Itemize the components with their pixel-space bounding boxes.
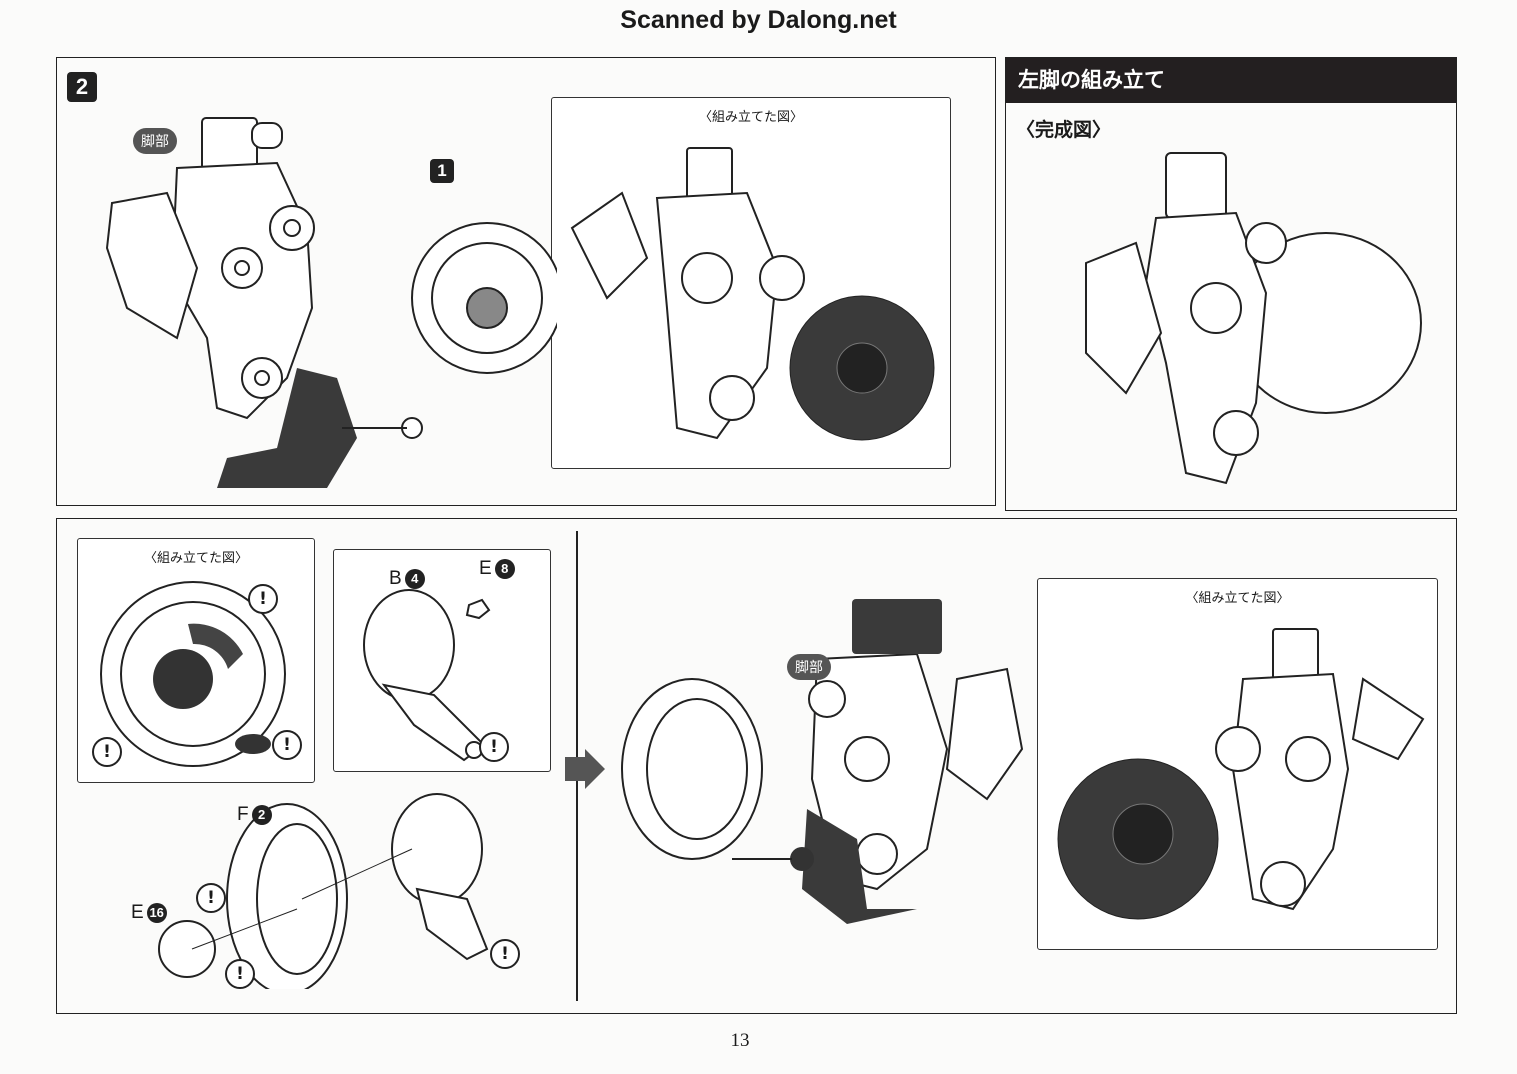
part-number: 2 xyxy=(251,805,272,825)
caution-icon: ! xyxy=(479,732,509,762)
part-letter: E xyxy=(131,902,144,923)
completed-view-label: 〈完成図〉 xyxy=(1016,119,1112,141)
wheel-assembled-illustration xyxy=(100,581,286,767)
left-leg-assembly-panel: 左脚の組み立て 〈完成図〉 xyxy=(1005,57,1457,511)
assembled-left-leg-illustration xyxy=(1057,628,1425,920)
scan-watermark-title: Scanned by Dalong.net xyxy=(620,6,897,34)
caution-icon: ! xyxy=(92,737,122,767)
caution-icon: ! xyxy=(490,939,520,969)
wheel-exploded-illustration xyxy=(158,793,489,989)
part-letter: B xyxy=(389,568,402,589)
caution-icon: ! xyxy=(225,959,255,989)
completed-leg-illustration xyxy=(1085,152,1422,485)
assembled-view-box: 〈組み立てた図〉 xyxy=(551,97,951,469)
part-number: 4 xyxy=(404,569,425,589)
part-number: 16 xyxy=(146,903,167,923)
next-step-arrow-icon xyxy=(565,749,605,789)
assembled-view-box-left: 〈組み立てた図〉 ! ! ! xyxy=(77,538,315,783)
assembled-leg-illustration xyxy=(570,147,935,441)
step-2-panel: 2 脚部 1 〈組み立てた図〉 xyxy=(56,57,996,506)
leg-assembly-illustration xyxy=(105,117,557,488)
page-number: 13 xyxy=(730,1030,750,1051)
part-letter: E xyxy=(479,558,492,579)
caution-icon: ! xyxy=(248,584,278,614)
leg-wheel-attach-illustration xyxy=(621,599,1024,924)
part-number: 8 xyxy=(494,559,515,579)
assembled-view-caption: 〈組み立てた図〉 xyxy=(1185,591,1290,606)
section-header: 左脚の組み立て xyxy=(1006,58,1456,103)
step-number-badge: 2 xyxy=(67,72,97,102)
hub-part-illustration xyxy=(363,589,491,762)
assembled-view-box-right: 〈組み立てた図〉 xyxy=(1037,578,1438,950)
leg-part-badge: 脚部 xyxy=(787,654,831,680)
caution-icon: ! xyxy=(272,730,302,760)
assembled-view-caption: 〈組み立てた図〉 xyxy=(698,110,803,125)
leg-part-badge: 脚部 xyxy=(133,128,177,154)
assembled-view-caption: 〈組み立てた図〉 xyxy=(143,551,248,566)
sub-step-badge: 1 xyxy=(430,159,454,183)
caution-icon: ! xyxy=(196,883,226,913)
part-letter: F xyxy=(237,804,249,825)
